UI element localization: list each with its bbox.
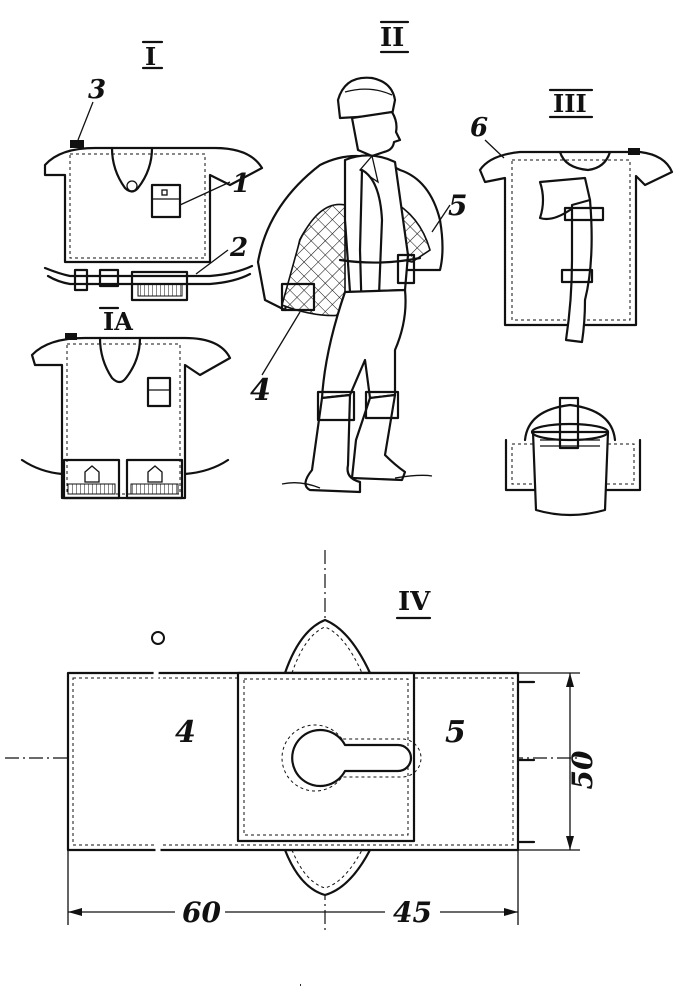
pattern-lobe-bottom: [283, 848, 372, 897]
pot-strap: [558, 396, 580, 450]
panel-iii-title: III: [553, 89, 587, 118]
panel-i-belt: [43, 264, 254, 278]
dimension-height: 50: [518, 672, 599, 851]
panel-ia-pocket-left: [62, 458, 121, 500]
panel-i-shoulder-buckle: [70, 140, 84, 148]
pattern-label-right: 5: [445, 715, 466, 750]
man-trousers: [320, 288, 407, 400]
panel-ii-title: II: [380, 23, 404, 53]
callout-2: 2: [229, 233, 248, 263]
callout-4-man: 4: [250, 373, 271, 408]
panel-ii: II 4 5: [250, 20, 467, 494]
man-fur-hat: [336, 76, 397, 120]
dimension-width-right-label: 45: [393, 896, 432, 929]
panel-i-pocket: [150, 183, 182, 219]
axe-head: [538, 176, 592, 221]
panel-iii: III 6: [470, 88, 674, 517]
panel-i-vest: [43, 146, 264, 264]
panel-iv-title: IV: [398, 587, 431, 617]
panel-ia-title: IA: [103, 307, 133, 336]
panel-i: I 3 1 2: [43, 40, 264, 302]
callout-1: 1: [232, 169, 250, 199]
pattern-lobe-top: [283, 618, 372, 675]
panel-i-title: I: [145, 42, 156, 71]
panel-iv: IV 4 5: [5, 550, 599, 988]
panel-ia: IA: [20, 306, 232, 500]
dimension-height-label: 50: [566, 750, 599, 789]
pattern-label-left: 4: [175, 715, 196, 750]
callout-3: 3: [88, 75, 106, 105]
callout-6: 6: [470, 113, 488, 143]
cooking-pot: [531, 430, 610, 517]
man-face: [350, 110, 402, 158]
dimension-width: 60 45: [67, 850, 519, 929]
panel-ia-pocket-right: [125, 458, 184, 500]
pattern-neck-opening: [291, 728, 413, 788]
dimension-width-left-label: 60: [182, 896, 221, 929]
callout-5-man: 5: [448, 189, 467, 222]
